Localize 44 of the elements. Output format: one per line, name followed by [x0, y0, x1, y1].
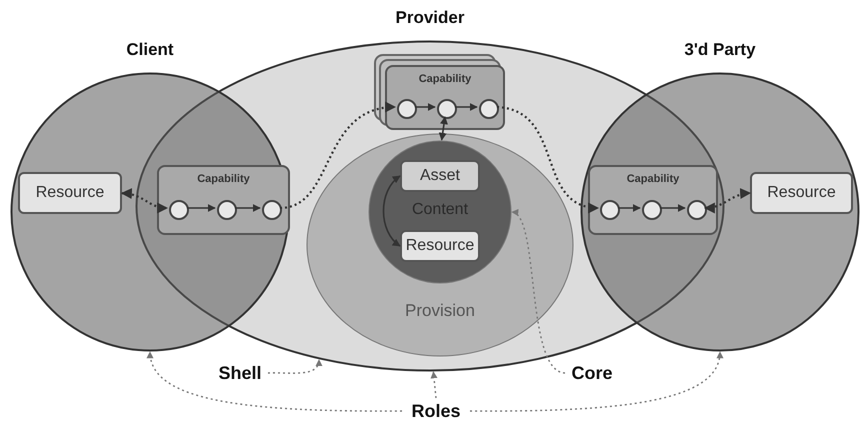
capability-title: Capability — [626, 173, 680, 185]
arrow — [704, 188, 752, 213]
arrow — [268, 359, 322, 374]
arrow — [235, 204, 261, 212]
provision-circle — [306, 133, 574, 357]
step-circle — [169, 200, 189, 220]
capability-title: Capability — [196, 173, 251, 185]
resource-box: Resource — [18, 172, 122, 214]
callout-label: Roles — [402, 398, 470, 424]
arrow — [511, 211, 566, 374]
step-circle — [642, 200, 662, 220]
provision-label: Provision — [404, 301, 476, 321]
callout-label: Shell — [212, 360, 268, 386]
arrow — [280, 102, 396, 210]
role-heading: Provider — [394, 8, 466, 28]
arrow — [415, 103, 436, 111]
resource-box: Resource — [750, 172, 853, 214]
step-circle — [262, 200, 282, 220]
capability-box — [588, 165, 718, 235]
role-heading: Client — [125, 40, 175, 60]
step-circle — [217, 200, 237, 220]
step-circle — [687, 200, 707, 220]
capability-title: Capability — [418, 73, 472, 85]
resource-box: Resource — [400, 230, 480, 262]
arrow — [496, 106, 600, 212]
step-circle — [437, 99, 457, 119]
arrow — [382, 175, 401, 247]
step-circle — [397, 99, 417, 119]
content-circle — [368, 140, 512, 284]
arrow — [120, 188, 168, 213]
arrow — [455, 103, 478, 111]
role-heading: 3'd Party — [683, 40, 757, 60]
arrow — [470, 351, 722, 412]
arrow — [438, 116, 448, 141]
arrow — [660, 204, 686, 212]
arrow — [430, 371, 438, 398]
callout-label: Core — [565, 360, 619, 386]
step-circle — [600, 200, 620, 220]
arrow — [148, 351, 402, 412]
capability-box — [157, 165, 290, 235]
arrow — [618, 204, 641, 212]
arrow — [187, 204, 216, 212]
step-circle — [479, 99, 499, 119]
asset-box: Asset — [400, 160, 480, 192]
